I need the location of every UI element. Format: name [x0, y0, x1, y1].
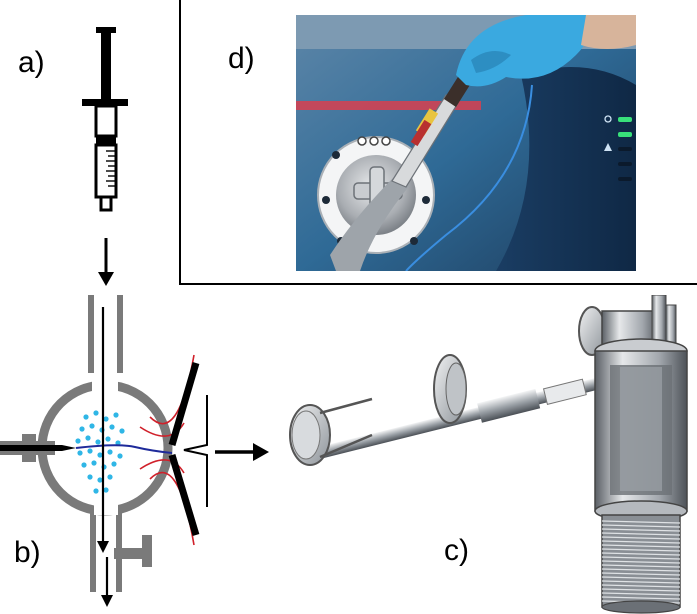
instrument-photo [296, 15, 636, 271]
ion-trap-assembly [289, 295, 688, 614]
panel-label-c: c) [444, 534, 469, 567]
syringe-icon [82, 27, 128, 212]
panel-label-a: a) [18, 46, 45, 79]
panel-label-d: d) [228, 42, 255, 75]
panel-divider-vertical [179, 0, 181, 285]
electrospray-source-diagram [0, 295, 208, 607]
arrow-down-icon [98, 238, 114, 286]
arrow-right-icon [215, 443, 269, 461]
panel-divider-horizontal [179, 283, 697, 285]
panel-label-b: b) [14, 536, 41, 569]
warning-icon [604, 143, 612, 151]
power-icon [604, 115, 612, 123]
